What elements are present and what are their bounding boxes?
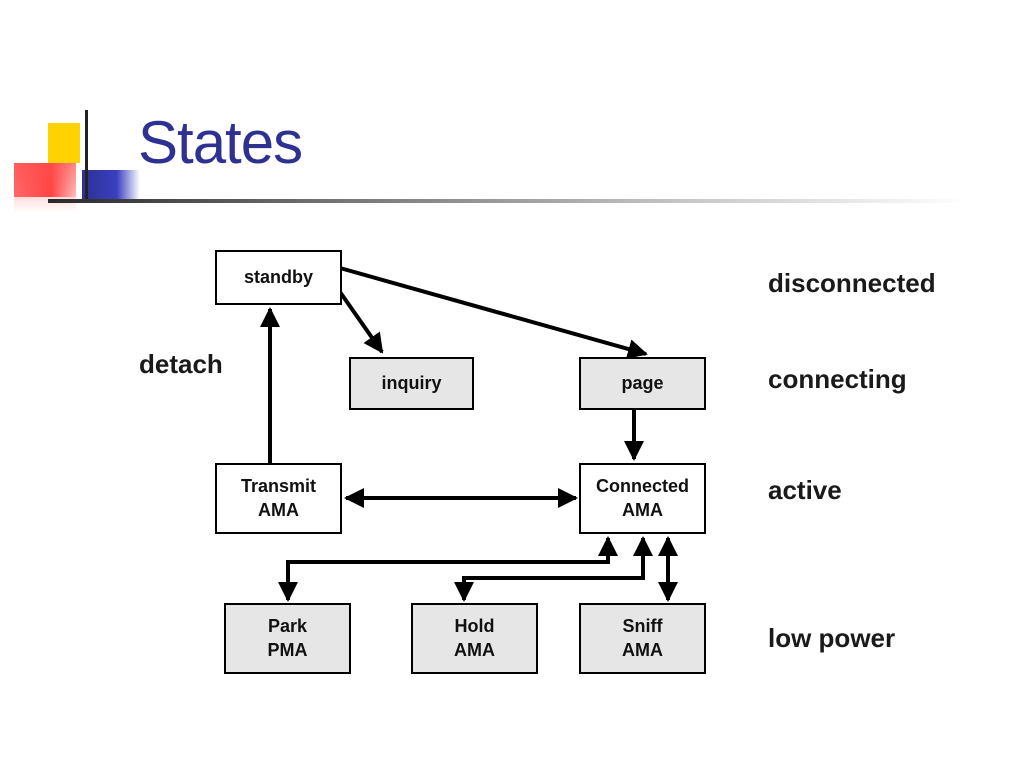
edge-standby-to-page	[339, 266, 648, 359]
logo-red-fade	[14, 163, 76, 213]
edge-standby-to-inquiry	[338, 290, 384, 354]
node-hold-line1: Hold	[454, 616, 495, 637]
node-inquiry: inquiry	[349, 357, 474, 410]
page-title: States	[138, 109, 303, 176]
edge-connected-park	[278, 536, 618, 602]
node-transmit-line2: AMA	[258, 499, 299, 520]
node-standby: standby	[215, 250, 342, 305]
node-connected-line1: Connected	[595, 476, 689, 497]
node-hold-line2: AMA	[454, 639, 495, 660]
node-page-label: page	[621, 372, 664, 393]
node-connected: Connected AMA	[579, 463, 706, 534]
node-connected-line2: AMA	[622, 499, 663, 520]
logo-vertical-line	[85, 110, 88, 202]
state-label-active: active	[768, 475, 842, 505]
node-park-line2: PMA	[267, 639, 308, 660]
node-inquiry-label: inquiry	[381, 372, 442, 393]
node-park: Park PMA	[224, 603, 351, 674]
state-label-low-power: low power	[768, 623, 896, 653]
node-park-line1: Park	[267, 616, 308, 637]
node-transmit: Transmit AMA	[215, 463, 342, 534]
node-transmit-line1: Transmit	[240, 476, 317, 497]
node-page: page	[579, 357, 706, 410]
edge-connected-hold	[454, 536, 653, 602]
state-label-disconnected: disconnected	[768, 268, 936, 298]
edge-label-detach: detach	[139, 349, 223, 379]
node-standby-label: standby	[243, 266, 313, 287]
title-divider	[48, 199, 968, 203]
logo-blue-bar	[82, 170, 140, 200]
node-sniff-line1: Sniff	[622, 616, 663, 637]
node-hold: Hold AMA	[411, 603, 538, 674]
slide-logo-decoration	[14, 110, 140, 213]
node-sniff: Sniff AMA	[579, 603, 706, 674]
logo-yellow-square	[48, 123, 80, 163]
state-label-connecting: connecting	[768, 364, 907, 394]
node-sniff-line2: AMA	[622, 639, 663, 660]
